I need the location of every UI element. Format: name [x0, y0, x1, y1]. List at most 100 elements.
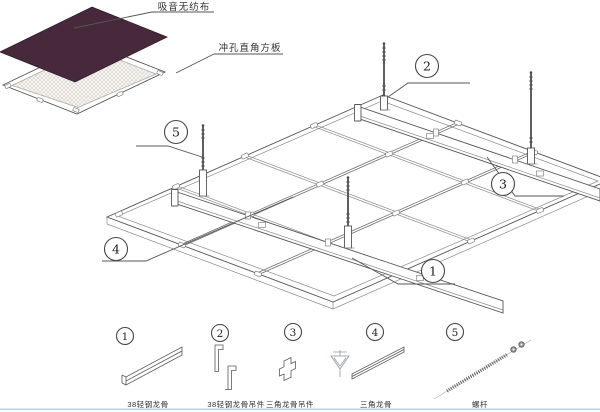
keel-bar-channel: [121, 350, 183, 386]
exploded-labels: 吸音无纺布 冲孔直角方板: [73, 1, 283, 74]
callout-2-leader: [387, 82, 470, 98]
rod-threads: [346, 181, 350, 223]
legend-item-5: 5 螺杆: [433, 322, 532, 409]
callout-3-leader: [486, 156, 564, 197]
triangle-profile: [330, 350, 350, 377]
legend-label-1: 38轻钢龙骨: [127, 399, 168, 409]
keel-clip: [433, 128, 439, 137]
legend-circle-2: [210, 323, 230, 343]
connector-tab: [253, 270, 263, 278]
frame-front-face: [106, 190, 600, 310]
hanger-rod-1: [380, 42, 391, 111]
legend-label-2: 38轻钢龙骨吊件: [207, 399, 264, 409]
carrier-flange-line: [359, 115, 600, 199]
legend-label-3: 三角龙骨吊件: [266, 399, 314, 409]
grid-frame-inner: [117, 100, 599, 297]
hanger-rods: [199, 42, 538, 249]
connector-tab: [171, 183, 181, 190]
carrier-keels: [171, 104, 600, 314]
rod-tip: [201, 124, 205, 127]
hanger-rod-2: [527, 71, 538, 165]
legend-label-4: 三角龙骨: [360, 399, 392, 409]
panel-seam-2: [244, 154, 472, 243]
nut-2-hole: [520, 343, 523, 346]
panel-label: 冲孔直角方板: [218, 42, 281, 54]
connector-tab: [453, 119, 463, 127]
legend-circle-4: [365, 322, 385, 342]
carrier-keel-1: [171, 189, 504, 314]
legend-glyph-screw-rod: [433, 339, 532, 400]
hanger-hook-1: [214, 344, 224, 372]
rod-threads: [529, 76, 533, 143]
legend-circle-3: [283, 322, 303, 342]
rod-bracket: [344, 225, 352, 249]
panel-edge-tab: [116, 91, 124, 97]
panel-corner-tab: [72, 107, 80, 113]
callout-number-4: 4: [112, 241, 120, 256]
legend-circle-5: [445, 322, 465, 342]
triangle-keel-line: [351, 349, 405, 377]
hanger-rod-4: [344, 176, 355, 249]
legend-number-3: 3: [290, 327, 297, 339]
carrier-flange-line: [176, 200, 504, 311]
legend-item-2: 2 38轻钢龙骨吊件: [207, 323, 264, 409]
ceiling-grid-assembly: 1 2 3 4 5: [102, 42, 600, 314]
carrier-splice: [258, 222, 266, 228]
rod-tip: [382, 42, 386, 45]
connector-tab: [384, 150, 394, 158]
legend-circle-1: [115, 326, 135, 346]
callout-circle-4: [103, 236, 129, 262]
rod-tip: [346, 176, 350, 179]
rod-threads: [382, 47, 386, 91]
carrier-splice: [426, 133, 434, 139]
hanger-rod-3: [199, 124, 210, 197]
legend-item-4: 4 三角龙骨: [330, 322, 405, 409]
connector-tab: [535, 207, 545, 214]
keel-clip: [325, 238, 331, 247]
connector-tab: [466, 237, 476, 245]
legend-number-2: 2: [217, 328, 224, 340]
carrier-end-cap: [171, 189, 179, 207]
rod-bracket: [380, 95, 388, 111]
callout-number-5: 5: [172, 124, 180, 139]
legend-number-4: 4: [372, 327, 379, 339]
diagram-callouts: 1 2 3 4 5: [102, 53, 564, 285]
carrier-splice: [536, 170, 544, 177]
connector-tab: [391, 209, 401, 217]
bottom-accent-line: [0, 408, 600, 411]
carrier-web: [176, 191, 504, 314]
panel-corner-tab: [156, 70, 164, 76]
connector-tab: [114, 210, 124, 218]
panel-leader-line: [175, 53, 283, 74]
absorber-label: 吸音无纺布: [158, 1, 211, 13]
carrier-keel-2: [354, 104, 600, 202]
legend-item-3: 3 三角龙骨吊件: [266, 322, 314, 409]
callout-circle-5: [163, 119, 189, 145]
panel-seams: [175, 123, 541, 274]
legend: 1 38轻钢龙骨 2 38轻钢龙骨吊件 3 三角龙骨吊件: [115, 322, 532, 409]
hanger-hook-2: [227, 365, 237, 390]
legend-glyph-carrier-hanger: [214, 344, 237, 390]
rod-tip: [529, 71, 533, 74]
callout-circle-3: [490, 171, 516, 197]
legend-glyph-triangle-keel: [330, 346, 405, 380]
acoustic-fabric-sheet: [0, 6, 168, 83]
panel-corner-tab: [4, 83, 12, 89]
keel-clip: [512, 155, 518, 164]
absorber-leader-line: [73, 11, 214, 29]
threaded-shaft: [446, 352, 509, 393]
nut-1-hole: [512, 348, 515, 351]
triangle-keels: [181, 121, 535, 276]
legend-item-1: 1 38轻钢龙骨: [115, 326, 183, 409]
callout-5-leader: [136, 145, 203, 158]
connector-tab: [315, 180, 325, 188]
connector-tab: [240, 152, 250, 160]
legend-glyph-carrier-keel: [121, 346, 183, 386]
legend-number-1: 1: [122, 331, 129, 343]
callout-number-3: 3: [499, 176, 507, 191]
legend-label-5: 螺杆: [472, 399, 488, 409]
connector-tab: [460, 178, 470, 186]
rod-threads: [201, 129, 205, 167]
